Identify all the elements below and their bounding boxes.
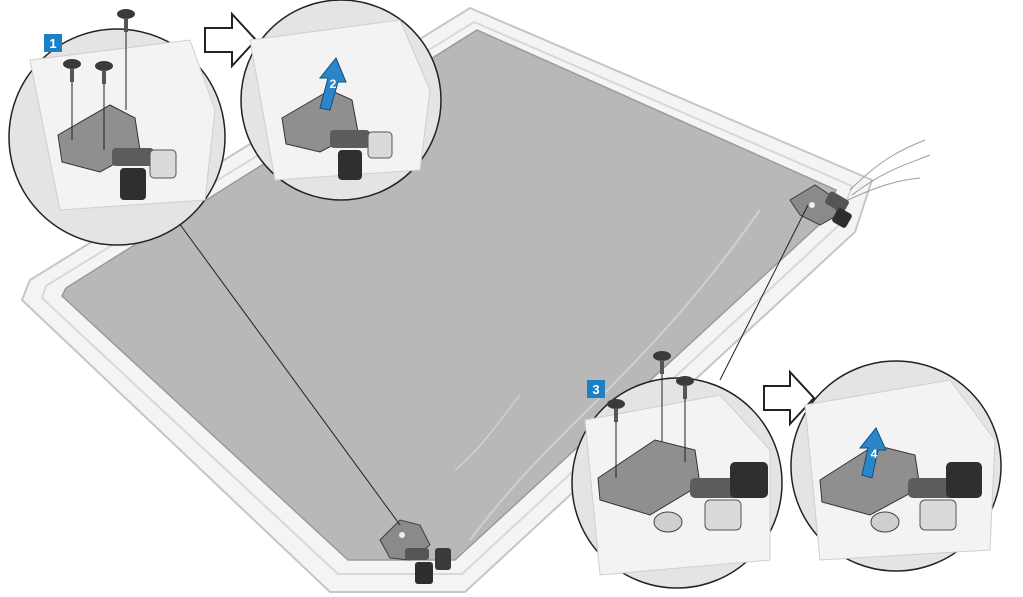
display-bezel-inner-rim [40,20,854,575]
detail-4-hinge-cap-2 [919,499,957,531]
detail-1-hinge-cap [120,168,146,200]
antenna-cable-2 [454,394,521,471]
left-hinge-cap-2 [435,548,451,570]
detail-1-screw-a [117,9,135,110]
detail-3-hinge-barrel [690,478,740,498]
detail-4-hinge-barrel [908,478,956,498]
detail-1-hinge-cap-2 [149,149,177,179]
left-hinge-barrel [405,548,429,560]
detail-2-hinge-cap [338,150,362,180]
antenna-wires [847,139,931,201]
detail-3-screw-c [607,399,625,478]
step-3-label: 3 [592,382,599,397]
detail-1-screw-b [63,59,81,140]
left-hinge [379,519,451,584]
detail-2-hinge-barrel [330,130,370,148]
step-2-lift-arrow [318,57,347,111]
detail-3-screw-b [676,376,694,462]
detail-circle-3: 3 [571,351,783,589]
right-hinge-screw-hole [809,202,815,208]
detail-circle-4: 4 [790,360,1002,572]
step-arrow-1-to-2 [204,11,258,69]
detail-1-hinge-barrel [112,148,154,166]
detail-3-screw-a [653,351,671,442]
detail-1-screw-c [95,61,113,150]
callout-line-right [719,204,809,381]
detail-3-hinge-barrel-end [653,511,683,533]
step-3-badge [587,380,605,398]
detail-3-hinge-cap-2 [704,499,742,531]
step-1-badge [44,34,62,52]
detail-3-hinge-cap [730,462,768,498]
display-assembly [20,6,931,593]
left-hinge-screw-hole [399,532,405,538]
step-4-label: 4 [871,447,878,461]
step-2-label: 2 [330,77,337,91]
right-hinge [789,184,852,228]
callout-line-left [167,207,401,526]
left-hinge-cap [415,562,433,584]
detail-4-hinge-barrel-end [870,511,900,533]
right-hinge-cap [832,208,852,228]
detail-circle-2: 2 [240,0,442,201]
detail-4-hinge-cap [946,462,982,498]
detail-circle-1: 1 [8,9,226,246]
step-4-lift-arrow [858,427,887,479]
step-arrow-3-to-4 [763,369,816,427]
right-hinge-barrel [825,191,849,213]
step-1-label: 1 [49,36,56,51]
detail-2-hinge-cap-2 [367,131,393,159]
